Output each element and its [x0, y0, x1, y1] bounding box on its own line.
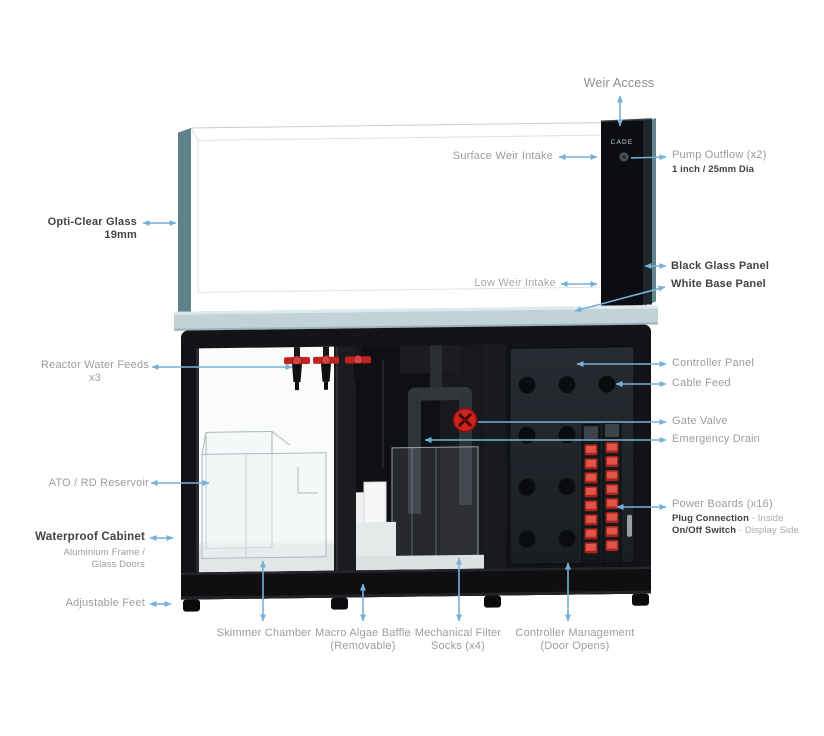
- label-controller-management: Controller Management (Door Opens): [515, 627, 635, 652]
- reactor-water-feed-valves: [284, 346, 371, 391]
- label-plug-connection: Plug Connection - Inside: [672, 513, 784, 524]
- display-tank: CADE: [174, 117, 658, 331]
- macro-algae-baffle-box: [391, 446, 479, 567]
- sump-floor-mid: [356, 554, 484, 571]
- label-onoff-switch: On/Off Switch - Display Side: [672, 524, 799, 536]
- label-mechanical-filter-socks: Mechanical Filter Socks (x4): [414, 627, 502, 652]
- label-waterproof-cabinet: Waterproof Cabinet Aluminium Frame / Gla…: [35, 531, 145, 570]
- panel-hole: [518, 376, 536, 394]
- label-weir-access: Weir Access: [583, 76, 655, 90]
- reactor-valve: [345, 346, 371, 390]
- panel-hole: [518, 530, 536, 548]
- panel-hole: [558, 530, 576, 548]
- label-opti-clear-glass: Opti-Clear Glass 19mm: [47, 216, 137, 241]
- foot: [331, 597, 348, 610]
- arrow-pump-outflow: [630, 154, 667, 161]
- cabinet-bottom-rail: [181, 566, 651, 600]
- label-power-boards: Power Boards (x16) Plug Connection - Ins…: [672, 498, 799, 536]
- label-emergency-drain: Emergency Drain: [672, 433, 760, 445]
- cabinet-feet: [183, 593, 649, 612]
- foot: [183, 599, 200, 612]
- cabinet: [181, 324, 651, 612]
- label-controller-panel: Controller Panel: [672, 357, 755, 369]
- foot: [632, 593, 649, 606]
- arrow-white-base-panel: [574, 285, 666, 313]
- label-low-weir-intake: Low Weir Intake: [474, 277, 556, 289]
- label-macro-algae-baffle: Macro Algae Baffle (Removable): [315, 627, 411, 652]
- cabinet-post: [484, 344, 506, 569]
- label-skimmer-chamber: Skimmer Chamber: [216, 627, 312, 639]
- callout-arrows: [142, 95, 667, 622]
- ato-reservoir: [201, 430, 327, 559]
- base-panel: [174, 305, 658, 331]
- panel-hole: [518, 478, 536, 496]
- weir-box: CADE: [600, 118, 653, 306]
- label-adjustable-feet: Adjustable Feet: [65, 597, 145, 609]
- foot: [484, 595, 501, 608]
- label-pump-outflow: Pump Outflow (x2) 1 inch / 25mm Dia: [672, 149, 767, 175]
- tank-glass-left-edge: [178, 128, 191, 316]
- door-handle: [627, 514, 632, 537]
- gate-valve: [452, 407, 478, 433]
- label-ato-reservoir: ATO / RD Reservoir: [48, 477, 149, 489]
- label-white-base-panel: White Base Panel: [671, 278, 766, 290]
- left-chamber: [199, 346, 334, 573]
- brand-logo: CADE: [611, 139, 634, 146]
- cabinet-post: [334, 346, 356, 571]
- label-surface-weir-intake: Surface Weir Intake: [452, 150, 553, 162]
- label-black-glass-panel: Black Glass Panel: [671, 260, 770, 272]
- label-gate-valve: Gate Valve: [672, 415, 728, 427]
- panel-hole: [558, 376, 576, 394]
- power-switches: [584, 441, 619, 554]
- sump-floor-left: [199, 540, 334, 573]
- reactor-valve: [313, 346, 339, 390]
- label-cable-feed: Cable Feed: [672, 377, 731, 389]
- panel-hole: [598, 375, 616, 393]
- aquarium-system: CADE: [174, 117, 658, 612]
- tank-top-edge: [191, 121, 651, 129]
- label-pump-outflow-sub: 1 inch / 25mm Dia: [672, 164, 754, 175]
- reactor-valve: [284, 347, 310, 391]
- panel-hole: [558, 478, 576, 496]
- label-reactor-water-feeds: Reactor Water Feeds x3: [41, 359, 149, 384]
